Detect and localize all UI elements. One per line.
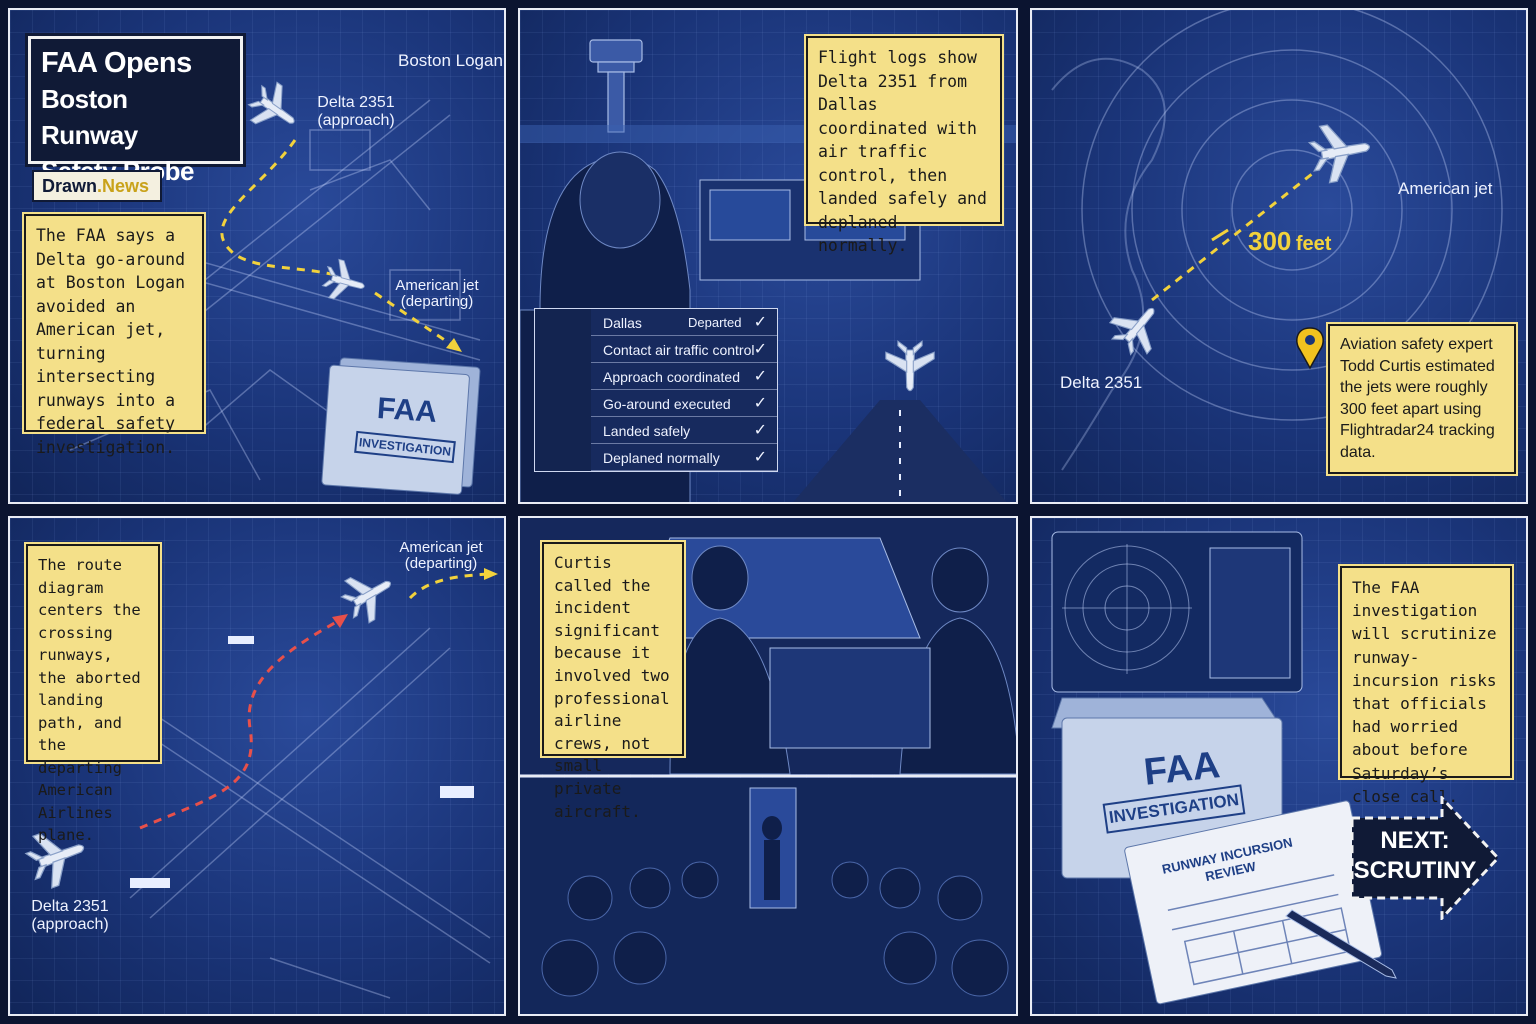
checklist-row: Contact air traffic control✓ <box>591 337 777 363</box>
caption-1: The FAA says a Delta go-around at Boston… <box>24 214 204 457</box>
checklist-row: Landed safely ✓ <box>591 418 777 444</box>
checklist-label: Dallas <box>603 315 642 331</box>
distance-readout: 300 feet <box>1248 228 1332 255</box>
caption-6: The FAA investigation will scrutinize ru… <box>1340 566 1512 806</box>
next-arrow-badge: NEXT: SCRUTINY <box>1350 794 1501 922</box>
folder-title: FAA <box>375 391 439 430</box>
checklist-row: Approach coordinated ✓ <box>591 364 777 390</box>
next-line2: SCRUTINY <box>1353 857 1477 884</box>
radar-map <box>1051 10 1503 471</box>
panel-4: The route diagram centers the crossing r… <box>8 516 506 1016</box>
brand-suffix: News <box>102 176 150 196</box>
airplane-icon <box>885 340 935 392</box>
checklist-label: Landed safely <box>603 423 691 439</box>
airplane-icon <box>319 256 370 307</box>
title-line-1: FAA Opens <box>41 47 192 79</box>
delta-label: Delta 2351 (approach) <box>20 898 120 934</box>
delta-label-line2: (approach) <box>31 916 109 933</box>
panel-6: The FAA investigation will scrutinize ru… <box>1030 516 1528 1016</box>
pen-icon <box>1285 909 1397 979</box>
location-pin-icon <box>1296 327 1324 370</box>
radar-icon <box>1062 544 1192 674</box>
aborted-landing-path <box>139 618 341 830</box>
distance-value: 300 <box>1248 226 1292 256</box>
checklist-label: Contact air traffic control <box>603 342 755 358</box>
investigation-scene <box>1051 531 1397 1005</box>
runway-diagram <box>69 75 481 495</box>
delta-label-line1: Delta 2351 <box>31 898 109 915</box>
delta-label-line2: (approach) <box>317 112 395 129</box>
panel-1: FAA Opens Boston Runway Safety Probe Dra… <box>8 8 506 504</box>
airport-label: Boston Logan <box>398 51 503 70</box>
panel-2: Flight logs show Delta 2351 from Dallas … <box>518 8 1018 504</box>
panel-3: American jet Delta 2351 300 feet Aviatio… <box>1030 8 1528 504</box>
delta-approach-path <box>220 139 346 280</box>
folder-icon <box>321 357 481 495</box>
checklist-label: Deplaned normally <box>603 450 720 466</box>
control-tower-icon <box>589 39 643 133</box>
panel-5: Curtis called the incident significant b… <box>518 516 1018 1016</box>
airplane-icon <box>241 75 308 142</box>
american-label-line2: (departing) <box>400 293 474 310</box>
checkmark-icon: ✓ <box>753 314 767 331</box>
delta-2351-label: Delta 2351 <box>1060 373 1143 392</box>
checklist-label: Go-around executed <box>603 396 731 412</box>
checklist-status: Departed <box>688 315 742 330</box>
american-label: American jet (departing) <box>382 278 492 310</box>
american-departure-path <box>374 291 456 349</box>
next-text: NEXT: SCRUTINY <box>1350 826 1480 886</box>
title-box: FAA Opens Boston Runway Safety Probe <box>28 36 243 186</box>
brand-name: Drawn <box>42 176 98 196</box>
caption-4: The route diagram centers the crossing r… <box>26 544 160 844</box>
american-label-line2: (departing) <box>404 555 478 572</box>
radar-icon <box>1081 10 1503 421</box>
cockpit-and-cabin-scene <box>520 518 1016 1014</box>
checkmark-icon: ✓ <box>753 422 767 439</box>
checklist-row: Go-around executed ✓ <box>591 391 777 417</box>
checkmark-icon: ✓ <box>753 341 767 358</box>
brand-dot: . <box>97 176 103 196</box>
delta-label-line1: Delta 2351 <box>317 94 395 111</box>
caption-2: Flight logs show Delta 2351 from Dallas … <box>806 36 1002 255</box>
checkmark-icon: ✓ <box>753 395 767 412</box>
american-jet-label: American jet <box>1398 179 1493 198</box>
american-departure-path <box>408 572 489 600</box>
checkmark-icon: ✓ <box>753 449 767 466</box>
brand-logo: Drawn.News <box>32 170 162 202</box>
checklist-label: Approach coordinated <box>603 369 740 385</box>
next-line1: NEXT: <box>1380 827 1450 854</box>
caption-3: Aviation safety expert Todd Curtis estim… <box>1328 324 1516 474</box>
delta-label: Delta 2351 (approach) <box>306 94 406 130</box>
title-line-2: Boston Runway <box>41 84 138 150</box>
american-label-line1: American jet <box>399 539 483 556</box>
arrow-right-icon <box>1350 794 1501 922</box>
american-label-line1: American jet <box>395 277 479 294</box>
caption-5: Curtis called the incident significant b… <box>542 542 684 821</box>
american-jet-label: American jet (departing) <box>386 540 496 572</box>
checklist-strip <box>535 309 591 471</box>
route-diagram <box>20 547 498 999</box>
checklist-row: Dallas Departed ✓ <box>591 310 777 336</box>
checklist-row: Deplaned normally ✓ <box>591 445 777 471</box>
checkmark-icon: ✓ <box>753 368 767 385</box>
distance-unit: feet <box>1295 233 1332 255</box>
